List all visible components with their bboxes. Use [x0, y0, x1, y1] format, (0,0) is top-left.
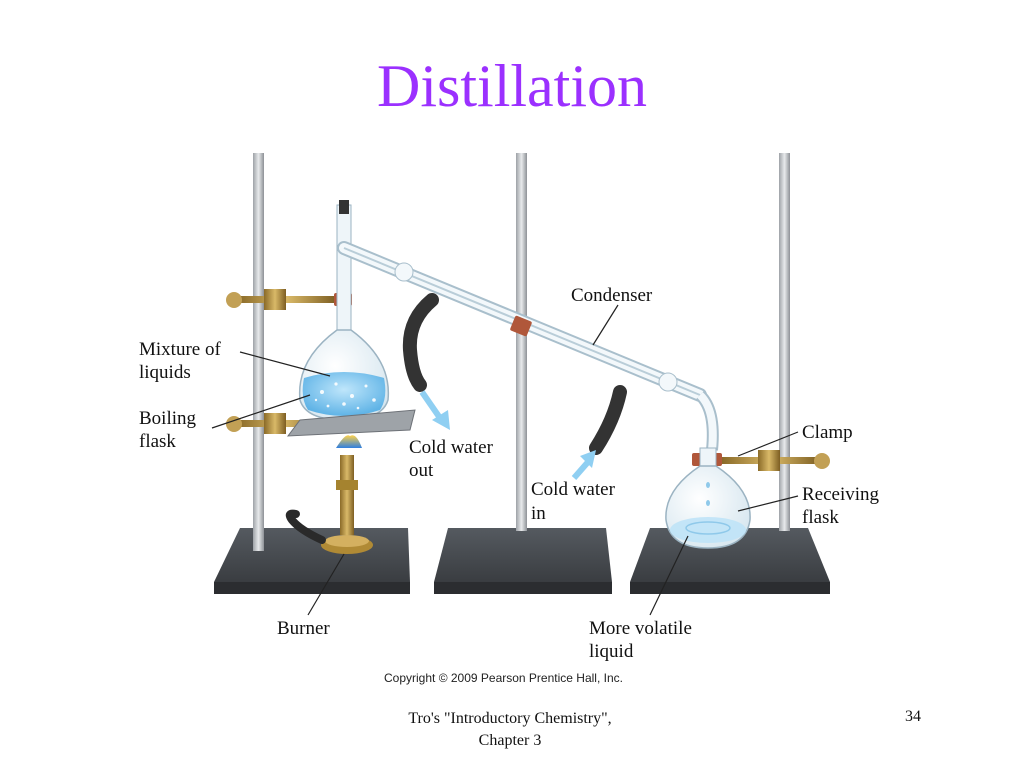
label-mixture-line2: liquids: [139, 362, 191, 383]
label-cold-water-in-line2: in: [531, 503, 546, 524]
stand-rod-middle: [516, 153, 527, 531]
label-receiving-line1: Receiving: [802, 484, 880, 505]
label-cold-water-out-line2: out: [409, 460, 434, 481]
label-volatile-line2: liquid: [589, 641, 634, 662]
stand-rod-left: [253, 153, 264, 551]
label-cold-water-in-line1: Cold water: [531, 479, 616, 500]
condenser: [337, 241, 719, 451]
support-plate: [286, 409, 416, 437]
stand-rod-right: [779, 153, 790, 531]
footer-line2: Chapter 3: [478, 732, 542, 749]
leader-lines: [211, 304, 799, 616]
label-boiling-line2: flask: [139, 431, 176, 452]
hose-cold-water-out: [402, 293, 439, 392]
label-condenser: Condenser: [571, 285, 653, 306]
label-cold-water-out-line1: Cold water: [409, 437, 494, 458]
stand-base-middle: [434, 528, 612, 594]
burner: [285, 435, 373, 554]
label-mixture-line1: Mixture of: [139, 339, 221, 360]
footer-line1: Tro's "Introductory Chemistry",: [408, 710, 612, 727]
label-boiling-line1: Boiling: [139, 408, 197, 429]
hose-cold-water-in: [589, 385, 627, 455]
label-burner: Burner: [277, 618, 330, 639]
label-clamp: Clamp: [802, 422, 853, 443]
clamp-upper-left: [226, 289, 352, 310]
copyright-notice: Copyright © 2009 Pearson Prentice Hall, …: [384, 671, 623, 685]
arrow-cold-water-out: [419, 390, 450, 430]
receiving-flask: [665, 447, 751, 549]
label-receiving-line2: flask: [802, 507, 839, 528]
boiling-flask: [298, 200, 390, 421]
label-volatile-line1: More volatile: [589, 618, 692, 639]
slide-footer: Tro's "Introductory Chemistry", Chapter …: [360, 708, 660, 752]
arrow-cold-water-in: [571, 450, 596, 480]
slide-number: 34: [905, 708, 921, 725]
page-title: Distillation: [377, 53, 647, 119]
clamp-lower-left: [226, 413, 328, 434]
